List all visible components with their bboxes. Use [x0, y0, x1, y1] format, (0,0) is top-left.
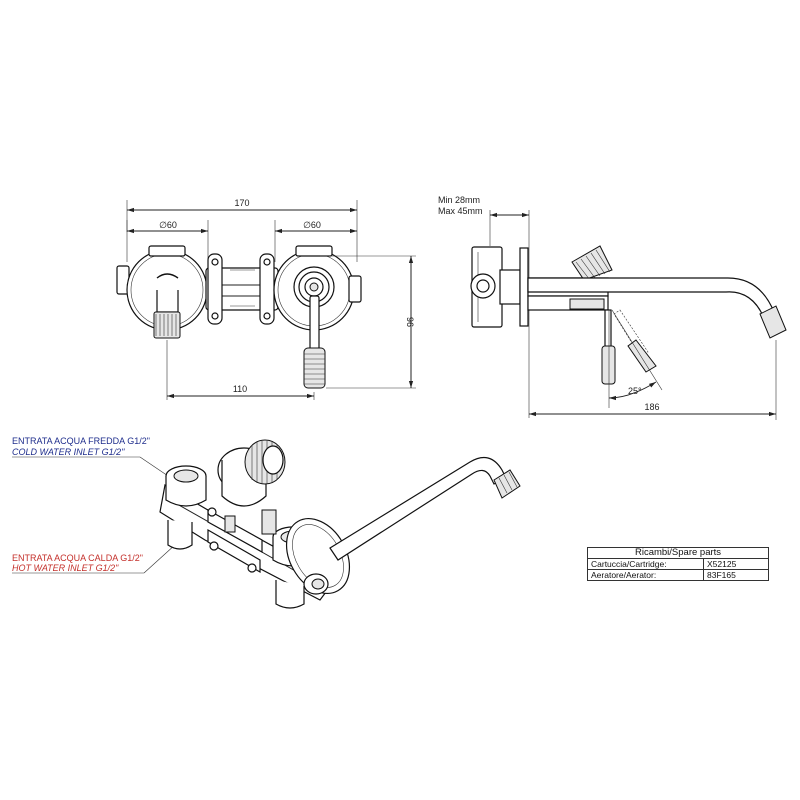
- spare-parts-title: Ricambi/Spare parts: [587, 547, 769, 559]
- dim-min-depth: Min 28mm: [438, 195, 480, 205]
- dim-overall-width: 170: [234, 198, 249, 208]
- side-view: Min 28mm Max 45mm: [438, 195, 787, 420]
- dim-angle: 25°: [628, 386, 642, 396]
- table-row: Cartuccia/Cartridge: X52125: [587, 558, 769, 570]
- spare-parts-table: Ricambi/Spare parts Cartuccia/Cartridge:…: [587, 547, 769, 581]
- part-code: X52125: [703, 558, 769, 570]
- dim-right-diameter: ∅60: [303, 220, 321, 230]
- cold-inlet-label-it: ENTRATA ACQUA FREDDA G1/2": [12, 436, 150, 446]
- cold-inlet-label-en: COLD WATER INLET G1/2": [12, 447, 125, 457]
- part-code: 83F165: [703, 569, 769, 581]
- dim-max-depth: Max 45mm: [438, 206, 483, 216]
- dim-height: 96: [405, 317, 415, 327]
- part-name: Cartuccia/Cartridge:: [587, 558, 704, 570]
- dim-center-distance: 110: [233, 384, 247, 394]
- dim-left-diameter: ∅60: [159, 220, 177, 230]
- table-row: Aeratore/Aerator: 83F165: [587, 569, 769, 581]
- part-name: Aeratore/Aerator:: [587, 569, 704, 581]
- dim-projection: 186: [644, 402, 659, 412]
- front-view: 170 ∅60 ∅60: [116, 198, 416, 400]
- hot-inlet-label-it: ENTRATA ACQUA CALDA G1/2": [12, 553, 143, 563]
- hot-inlet-label-en: HOT WATER INLET G1/2": [12, 563, 119, 573]
- isometric-view: ENTRATA ACQUA FREDDA G1/2" COLD WATER IN…: [12, 436, 521, 609]
